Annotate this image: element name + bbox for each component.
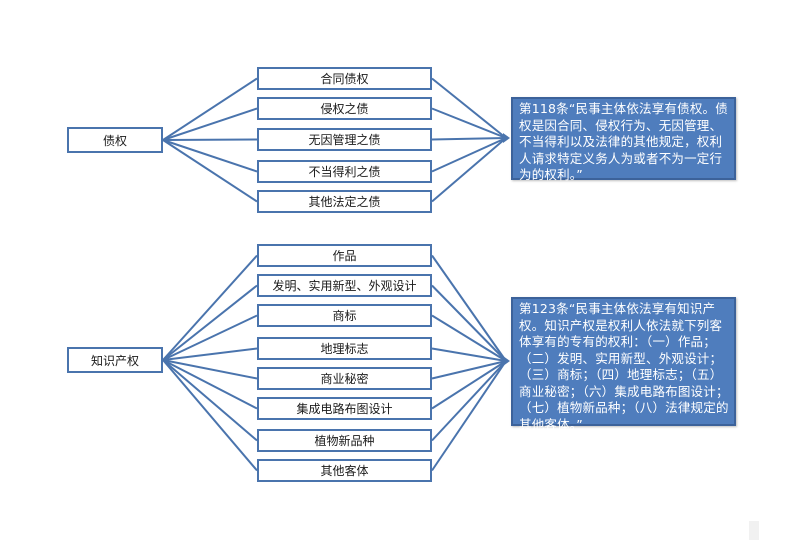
root-to-child-line — [162, 107, 258, 141]
root-to-child-line — [162, 139, 258, 203]
root-to-child-line — [162, 139, 258, 173]
root-to-child-line — [162, 314, 258, 361]
root-node-intellectual-property: 知识产权 — [67, 347, 163, 373]
child-to-note-arrow-line — [431, 107, 507, 139]
child-label: 其他法定之债 — [308, 195, 381, 209]
article-123-note: 第123条“民事主体依法享有知识产权。知识产权是权利人依法就下列客体享有的专有的… — [511, 297, 736, 432]
root-label: 债权 — [102, 133, 127, 148]
root-label: 知识产权 — [90, 353, 139, 368]
note-text: 第118条“民事主体依法享有债权。债权是因合同、侵权行为、无因管理、不当得利以及… — [519, 101, 728, 182]
scrollbar-thumb[interactable] — [749, 521, 759, 540]
child-label: 侵权之债 — [320, 102, 369, 116]
child-label: 地理标志 — [320, 342, 369, 356]
child-node: 地理标志 — [257, 337, 432, 360]
article-118-note: 第118条“民事主体依法享有债权。债权是因合同、侵权行为、无因管理、不当得利以及… — [511, 97, 736, 182]
child-label: 无因管理之债 — [308, 133, 381, 147]
child-label: 作品 — [332, 249, 357, 263]
root-to-child-line — [162, 359, 258, 410]
child-label: 其他客体 — [320, 464, 369, 478]
child-label: 商业秘密 — [320, 372, 369, 386]
child-node: 不当得利之债 — [257, 160, 432, 183]
child-to-note-arrow-line — [431, 314, 507, 362]
child-to-note-arrow-line — [431, 360, 507, 410]
root-to-child-line — [162, 77, 258, 141]
root-to-child-line — [162, 138, 258, 141]
child-node: 集成电路布图设计 — [257, 397, 432, 420]
child-node: 其他客体 — [257, 459, 432, 482]
child-to-note-arrow-line — [431, 77, 507, 139]
root-to-child-line — [162, 284, 258, 361]
child-label: 合同债权 — [320, 72, 369, 86]
child-node: 其他法定之债 — [257, 190, 432, 213]
child-label: 不当得利之债 — [308, 165, 381, 179]
child-node: 发明、实用新型、外观设计 — [257, 274, 432, 297]
child-node: 商标 — [257, 304, 432, 327]
child-node: 商业秘密 — [257, 367, 432, 390]
root-to-child-line — [162, 254, 258, 361]
arrowhead-icon — [503, 133, 510, 143]
child-label: 植物新品种 — [314, 434, 375, 448]
root-node-creditor-rights: 债权 — [67, 127, 163, 153]
child-to-note-arrow-line — [431, 137, 507, 203]
root-to-child-line — [162, 359, 258, 442]
child-node: 无因管理之债 — [257, 128, 432, 151]
child-to-note-arrow-line — [431, 347, 507, 362]
child-to-note-arrow-line — [431, 360, 507, 472]
child-label: 商标 — [332, 309, 357, 323]
child-to-note-arrow-line — [431, 137, 507, 141]
child-to-note-arrow-line — [431, 284, 507, 362]
note-text: 第123条“民事主体依法享有知识产权。知识产权是权利人依法就下列客体享有的专有的… — [519, 301, 729, 432]
child-to-note-arrow-line — [431, 360, 507, 442]
root-arrowhead-icon — [163, 136, 169, 144]
child-to-note-arrow-line — [431, 137, 507, 173]
child-label: 集成电路布图设计 — [296, 402, 393, 416]
child-node: 作品 — [257, 244, 432, 267]
child-node: 合同债权 — [257, 67, 432, 90]
root-to-child-line — [162, 347, 258, 361]
root-to-child-line — [162, 359, 258, 380]
child-to-note-arrow-line — [431, 360, 507, 380]
child-to-note-arrow-line — [431, 254, 507, 362]
arrowhead-icon — [503, 356, 510, 366]
child-label: 发明、实用新型、外观设计 — [272, 279, 417, 293]
root-arrowhead-icon — [163, 356, 169, 364]
child-node: 侵权之债 — [257, 97, 432, 120]
child-node: 植物新品种 — [257, 429, 432, 452]
root-to-child-line — [162, 359, 258, 472]
